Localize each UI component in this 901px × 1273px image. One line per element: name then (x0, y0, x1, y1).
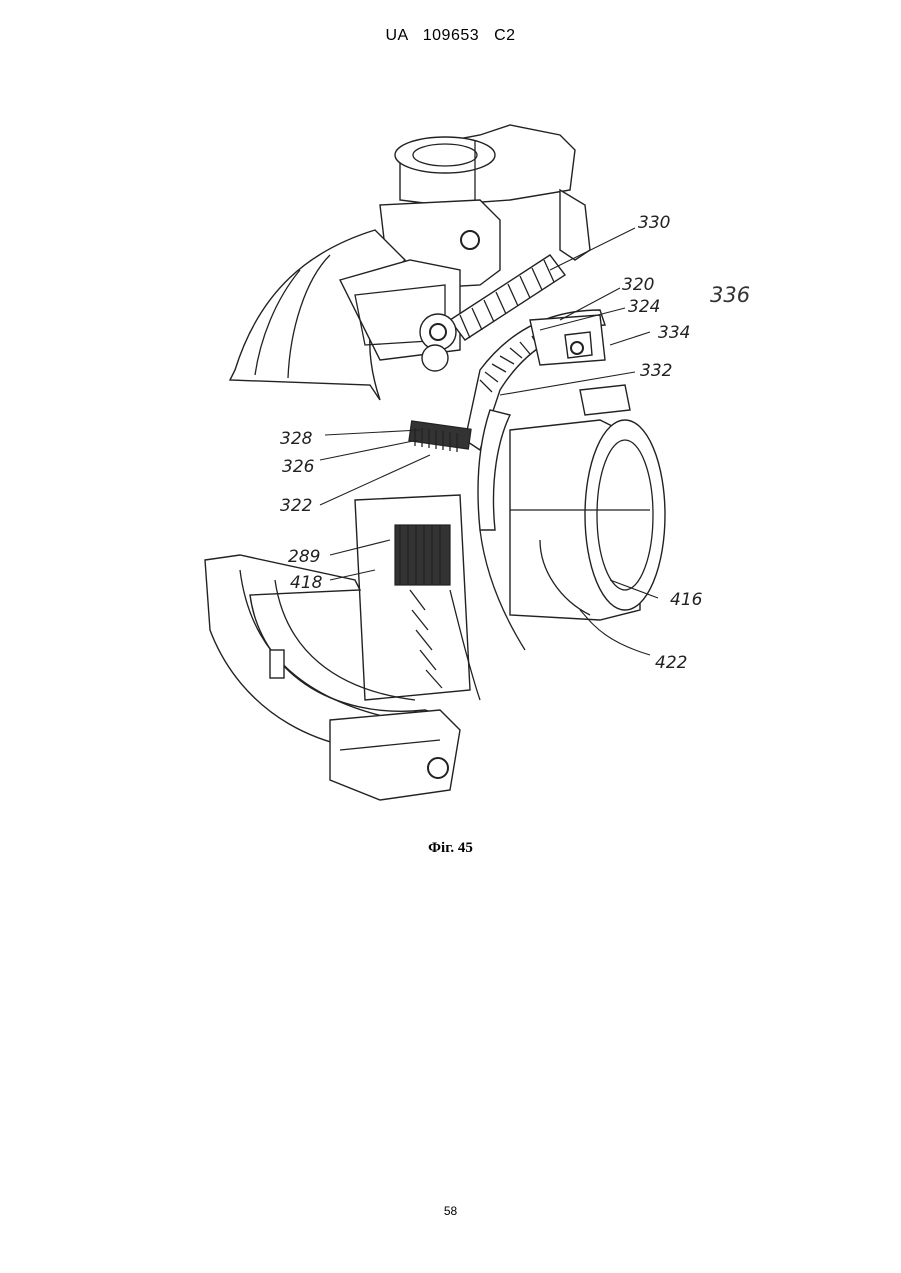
label-418: 418 (290, 573, 323, 593)
center-hub-cylinder (480, 420, 665, 650)
label-416: 416 (670, 590, 703, 610)
label-289: 289 (288, 547, 320, 567)
label-334: 334 (658, 323, 690, 343)
lower-gear-pack (355, 495, 480, 700)
label-324: 324 (628, 297, 660, 317)
right-actuator (530, 315, 630, 415)
label-326: 326 (282, 457, 315, 477)
label-332: 332 (640, 361, 672, 381)
mechanism-cutaway-illustration: 330 320 336 324 334 332 328 326 322 289 … (180, 110, 780, 830)
label-320: 320 (622, 275, 654, 295)
bottom-mount (330, 710, 460, 800)
figure-caption: Фіг. 45 (0, 840, 901, 857)
label-336: 336 (710, 283, 750, 307)
patent-header: UA 109653 C2 (0, 27, 901, 45)
label-322: 322 (280, 496, 312, 516)
label-330: 330 (638, 213, 670, 233)
page-number: 58 (0, 1204, 901, 1218)
label-328: 328 (280, 429, 313, 449)
patent-drawing: 330 320 336 324 334 332 328 326 322 289 … (180, 110, 780, 830)
label-422: 422 (655, 653, 687, 673)
